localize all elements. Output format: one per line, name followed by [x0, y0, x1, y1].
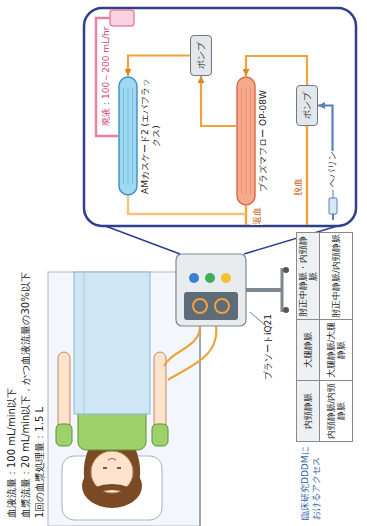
detail-inset — [84, 8, 356, 226]
illustration-part — [74, 272, 150, 414]
condition-note: 1回の血漿処理量：1.5 L — [34, 407, 46, 518]
heparin-syringe: ヘパリン — [326, 151, 339, 220]
tube-connector — [246, 56, 307, 85]
flow-label: 返血 — [251, 207, 263, 225]
table-cell: 肘正中静脈/内頸静脈 — [319, 232, 353, 320]
illustration-part — [205, 273, 215, 283]
filter-capsule — [236, 76, 256, 206]
illustration-part — [100, 224, 180, 254]
illustration-part — [56, 424, 72, 446]
blood-tubes — [164, 326, 216, 380]
illustration-part — [168, 326, 216, 380]
filter-fiber — [241, 88, 242, 194]
illustration-part — [110, 10, 134, 26]
illustration-part — [117, 467, 121, 469]
table-cell: 内頸静脈/内頸静脈 — [319, 380, 353, 442]
illustration-part — [96, 487, 128, 490]
node-text: プラズマフロー OP-08W — [258, 76, 269, 206]
illustration-part — [96, 18, 118, 136]
table-header: 内頸静脈 — [296, 380, 320, 442]
illustration-part — [184, 292, 238, 320]
filter-body — [237, 77, 255, 205]
filter-fiber — [250, 88, 251, 194]
flow-label: 脱血 — [292, 178, 304, 196]
illustration-part — [281, 268, 284, 312]
illustration-part — [91, 451, 133, 493]
illustration-part — [283, 307, 289, 313]
access-title: 臨床研究DDDMにおけるアクセス — [300, 446, 322, 520]
table-header: 大腿静脈 — [296, 319, 320, 381]
filter-capsule — [118, 76, 138, 196]
illustration-part — [103, 467, 107, 469]
node-text: AMカスケード2 (エバフラックス) — [140, 76, 162, 196]
condition-note: 血液流量：100 mL/min以下 — [6, 388, 18, 518]
filter-fiber — [123, 88, 124, 184]
table-header: 肘正中静脈・内頸静脈 — [296, 232, 320, 320]
filter-fiber — [128, 88, 129, 184]
filter-fiber — [132, 88, 133, 184]
node-text: ヘパリン — [326, 151, 339, 187]
illustration-part — [221, 273, 231, 283]
illustration-part — [215, 299, 229, 313]
illustration-part — [108, 459, 116, 461]
tube-connector — [128, 56, 190, 77]
illustration-part — [193, 299, 207, 313]
waste-note: 廃液：100～200 mL/hr — [100, 27, 112, 126]
plasma-pump: ポンプ — [190, 35, 212, 76]
illustration-part — [189, 273, 199, 283]
illustration-part — [244, 224, 344, 254]
plasma-separator: プラズマフロー OP-08W — [236, 76, 269, 206]
patient — [56, 272, 168, 508]
condition-note: 血漿流量：20 mL/min以下，かつ血液流量の30%以下 — [20, 272, 32, 518]
illustration-part — [84, 272, 85, 414]
illustration-part — [164, 326, 200, 366]
illustration-part — [306, 126, 308, 225]
syringe-barrel — [329, 198, 337, 214]
syringe-needle — [332, 190, 333, 198]
filter-body — [119, 77, 137, 195]
tube-connector — [201, 76, 236, 126]
illustration-part — [245, 206, 247, 225]
illustration-part — [176, 254, 246, 326]
syringe-plunger — [332, 214, 334, 220]
illustration-part — [128, 196, 246, 214]
plasma-fractionator: AMカスケード2 (エバフラックス) — [118, 76, 162, 196]
illustration-part — [246, 288, 282, 292]
machine-name: プラソートiQ21 — [262, 314, 274, 380]
tube-connector — [318, 106, 333, 152]
inset-circuit — [96, 10, 307, 225]
node-text: ポンプ — [301, 92, 314, 119]
blood-pump: ポンプ — [296, 85, 318, 126]
table-cell: 大腿静脈/大腿静脈 — [319, 319, 353, 381]
illustration-part — [152, 424, 168, 446]
illustration-part — [283, 267, 289, 273]
filter-fiber — [246, 88, 247, 194]
node-text: ポンプ — [195, 42, 208, 69]
syringe-icon — [327, 190, 339, 220]
